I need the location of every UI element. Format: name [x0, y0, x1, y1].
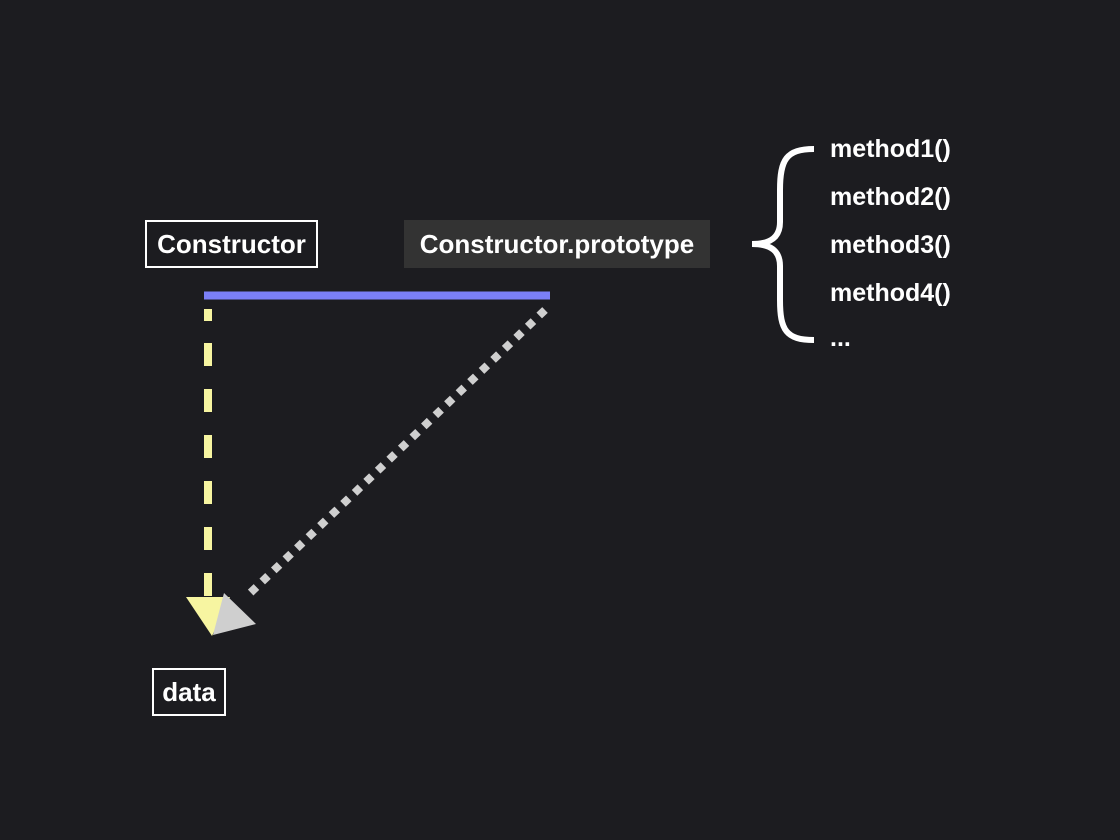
method-item: method2() [830, 183, 951, 211]
constructor-label: Constructor [157, 229, 306, 259]
method-item: method3() [830, 231, 951, 259]
method-item: method4() [830, 279, 951, 307]
instance-label: data [162, 677, 216, 707]
constructor-node: Constructor [145, 220, 318, 268]
prototype-label: Constructor.prototype [419, 229, 695, 259]
proto-arrow-line [242, 307, 548, 601]
instance-node: data [152, 668, 226, 716]
proto-arrow-head [213, 593, 256, 635]
brace-icon [751, 146, 815, 343]
method-ellipsis: ... [830, 324, 851, 352]
construct-arrow-head [186, 597, 230, 636]
prototype-node: Constructor.prototype [404, 220, 710, 268]
method-item: method1() [830, 135, 951, 163]
